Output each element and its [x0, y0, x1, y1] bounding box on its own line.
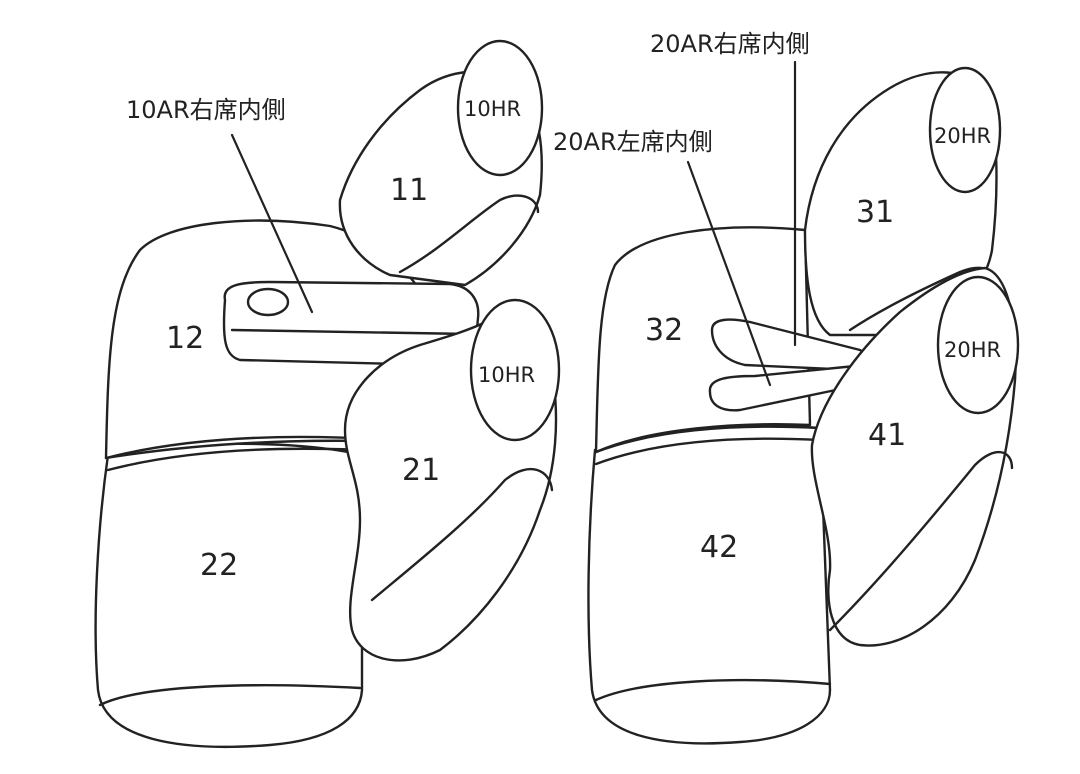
armrest-10ar-cupholder — [246, 287, 290, 317]
callout-20ar-left: 20AR左席内側 — [553, 128, 713, 156]
label-part-22: 22 — [200, 548, 238, 583]
label-headrest-10hr-lower: 10HR — [478, 363, 535, 387]
headrest-20hr-lower — [936, 275, 1020, 415]
part-42-cushion — [587, 424, 832, 745]
callout-10ar-right: 10AR右席内側 — [126, 96, 286, 124]
headrest-10hr-lower — [469, 298, 561, 442]
label-headrest-10hr-upper: 10HR — [464, 97, 521, 121]
left-seat-group — [94, 39, 561, 748]
part-21-inner-curve — [370, 468, 554, 602]
armrest-10ar-lower-edge — [230, 328, 472, 336]
headrest-10hr-upper — [456, 39, 544, 177]
label-part-21: 21 — [402, 453, 440, 488]
part-22-cushion — [94, 442, 364, 748]
label-part-41: 41 — [868, 418, 906, 453]
part-32-seam — [594, 425, 822, 454]
part-11-inner-curve — [398, 194, 540, 274]
part-22-bottom-line — [98, 684, 362, 707]
part-32-seam-2 — [594, 437, 822, 466]
part-42-bottom-line — [594, 678, 832, 702]
leader-10ar-right — [230, 133, 314, 314]
part-41-inner-curve — [828, 450, 1014, 632]
label-part-31: 31 — [856, 195, 894, 230]
leader-20ar-left — [686, 160, 772, 387]
headrest-20hr-upper — [928, 66, 1002, 194]
label-part-11: 11 — [390, 173, 428, 208]
label-part-12: 12 — [166, 321, 204, 356]
label-headrest-20hr-upper: 20HR — [934, 124, 991, 148]
label-headrest-20hr-lower: 20HR — [944, 338, 1001, 362]
callout-20ar-right: 20AR右席内側 — [650, 30, 810, 58]
label-part-42: 42 — [700, 530, 738, 565]
right-seat-group — [587, 60, 1020, 745]
label-part-32: 32 — [645, 313, 683, 348]
